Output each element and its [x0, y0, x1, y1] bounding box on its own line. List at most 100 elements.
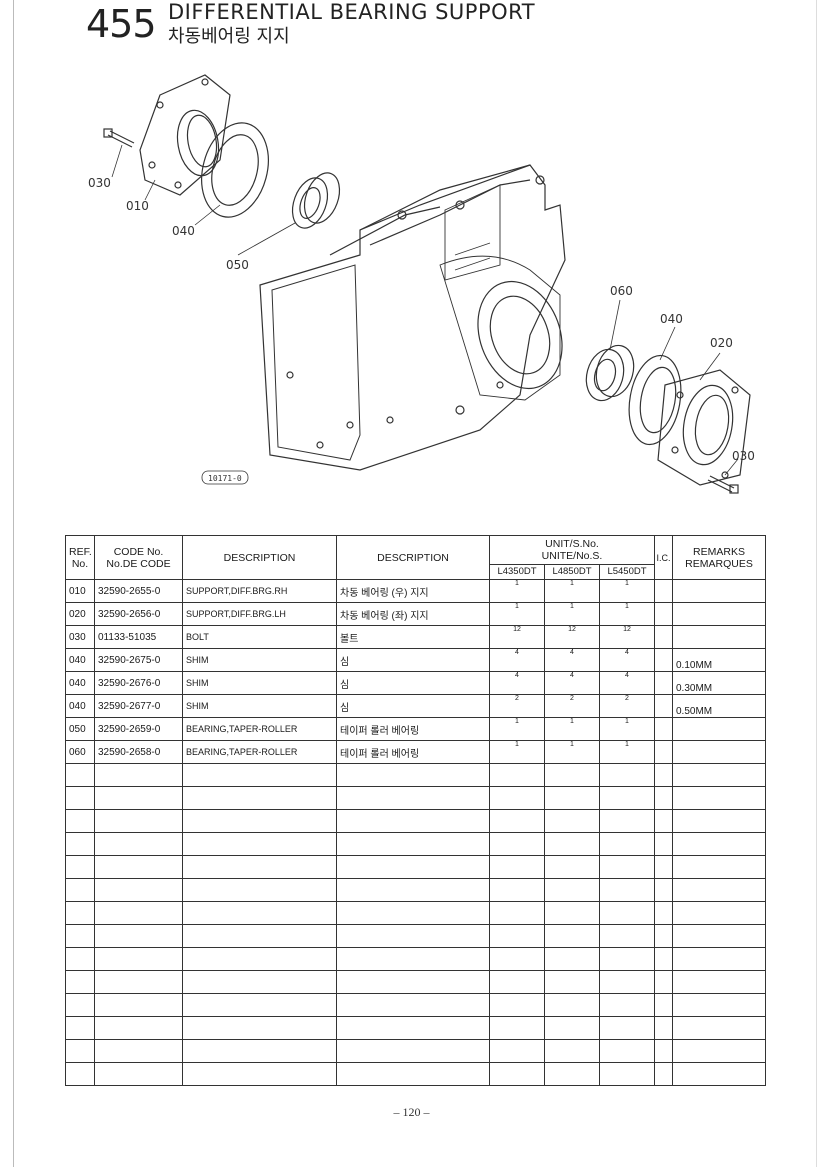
row-description-ko: [336, 1062, 490, 1086]
row-code: [94, 809, 183, 833]
parts-table: REF.No. CODE No.No.DE CODE DESCRIPTION D…: [65, 535, 766, 1086]
row-ref: [65, 809, 95, 833]
row-code: 32590-2655-0: [94, 579, 183, 603]
callout-050: 050: [226, 258, 249, 272]
row-ic: [654, 901, 673, 925]
row-ic: [654, 878, 673, 902]
row-ref: [65, 993, 95, 1017]
row-remarks: [672, 740, 766, 764]
row-description-en: BEARING,TAPER-ROLLER: [182, 717, 337, 741]
table-row: [65, 970, 766, 994]
row-qty-l4350dt: [489, 786, 545, 810]
row-qty-l4350dt: [489, 970, 545, 994]
row-ic: [654, 694, 673, 718]
row-code: 32590-2677-0: [94, 694, 183, 718]
table-row: [65, 1062, 766, 1086]
row-description-ko: 테이퍼 롤러 베어링: [336, 717, 490, 741]
row-ref: 010: [65, 579, 95, 603]
row-remarks: [672, 1039, 766, 1063]
row-remarks: 0.50MM: [672, 694, 766, 718]
row-qty-l4350dt: 1: [489, 740, 545, 764]
row-qty-l4850dt: 1: [544, 717, 600, 741]
row-code: 01133-51035: [94, 625, 183, 649]
row-description-ko: 차동 베어링 (우) 지지: [336, 579, 490, 603]
table-row: [65, 832, 766, 856]
row-qty-l4850dt: 1: [544, 579, 600, 603]
shim-right-drawing: [628, 354, 682, 446]
row-description-en: [182, 855, 337, 879]
row-qty-l4350dt: [489, 924, 545, 948]
row-qty-l5450dt: [599, 993, 655, 1017]
row-remarks: [672, 602, 766, 626]
callout-060: 060: [610, 284, 633, 298]
row-description-ko: 차동 베어링 (좌) 지지: [336, 602, 490, 626]
row-remarks: [672, 878, 766, 902]
table-row: [65, 947, 766, 971]
row-description-ko: [336, 901, 490, 925]
row-qty-l4850dt: [544, 1016, 600, 1040]
row-code: 32590-2676-0: [94, 671, 183, 695]
row-qty-l5450dt: 4: [599, 648, 655, 672]
row-qty-l5450dt: [599, 832, 655, 856]
row-qty-l5450dt: [599, 809, 655, 833]
row-ref: [65, 786, 95, 810]
figure-code-badge: 10171-0: [201, 470, 249, 485]
callout-020: 020: [710, 336, 733, 350]
row-ref: 020: [65, 602, 95, 626]
table-row: [65, 1039, 766, 1063]
row-qty-l4850dt: [544, 763, 600, 787]
row-qty-l5450dt: 12: [599, 625, 655, 649]
row-description-ko: 심: [336, 694, 490, 718]
row-description-ko: 심: [336, 671, 490, 695]
row-qty-l4850dt: [544, 878, 600, 902]
header-ref: REF.No.: [65, 535, 95, 580]
row-remarks: [672, 579, 766, 603]
table-row: [65, 878, 766, 902]
row-qty-l4350dt: 2: [489, 694, 545, 718]
row-qty-l4850dt: [544, 924, 600, 948]
row-qty-l5450dt: [599, 970, 655, 994]
row-ref: [65, 1039, 95, 1063]
header-description-en: DESCRIPTION: [182, 535, 337, 580]
row-ic: [654, 993, 673, 1017]
row-description-en: [182, 878, 337, 902]
row-remarks: [672, 1062, 766, 1086]
row-ic: [654, 832, 673, 856]
row-description-en: [182, 1062, 337, 1086]
row-qty-l4850dt: [544, 809, 600, 833]
bearing-060-drawing: [585, 344, 635, 402]
support-flange-right-drawing: [657, 369, 751, 486]
row-ref: 060: [65, 740, 95, 764]
row-qty-l4350dt: [489, 763, 545, 787]
table-row: [65, 786, 766, 810]
row-qty-l5450dt: [599, 763, 655, 787]
row-remarks: [672, 763, 766, 787]
row-qty-l4350dt: 4: [489, 671, 545, 695]
table-row: [65, 993, 766, 1017]
row-remarks: [672, 855, 766, 879]
row-ref: [65, 947, 95, 971]
row-description-en: BOLT: [182, 625, 337, 649]
row-code: [94, 993, 183, 1017]
bearing-050-drawing: [291, 172, 341, 229]
row-qty-l5450dt: [599, 1039, 655, 1063]
row-qty-l5450dt: [599, 1016, 655, 1040]
row-code: [94, 763, 183, 787]
row-remarks: [672, 970, 766, 994]
bolt-right-drawing: [707, 475, 739, 494]
row-description-ko: [336, 809, 490, 833]
row-description-en: SUPPORT,DIFF.BRG.RH: [182, 579, 337, 603]
row-code: [94, 786, 183, 810]
row-qty-l4850dt: 2: [544, 694, 600, 718]
row-code: [94, 1016, 183, 1040]
row-qty-l4850dt: [544, 1062, 600, 1086]
row-description-en: [182, 993, 337, 1017]
row-description-en: [182, 832, 337, 856]
row-qty-l5450dt: [599, 1062, 655, 1086]
page-title-korean: 차동베어링 지지: [168, 26, 290, 47]
row-qty-l5450dt: [599, 786, 655, 810]
